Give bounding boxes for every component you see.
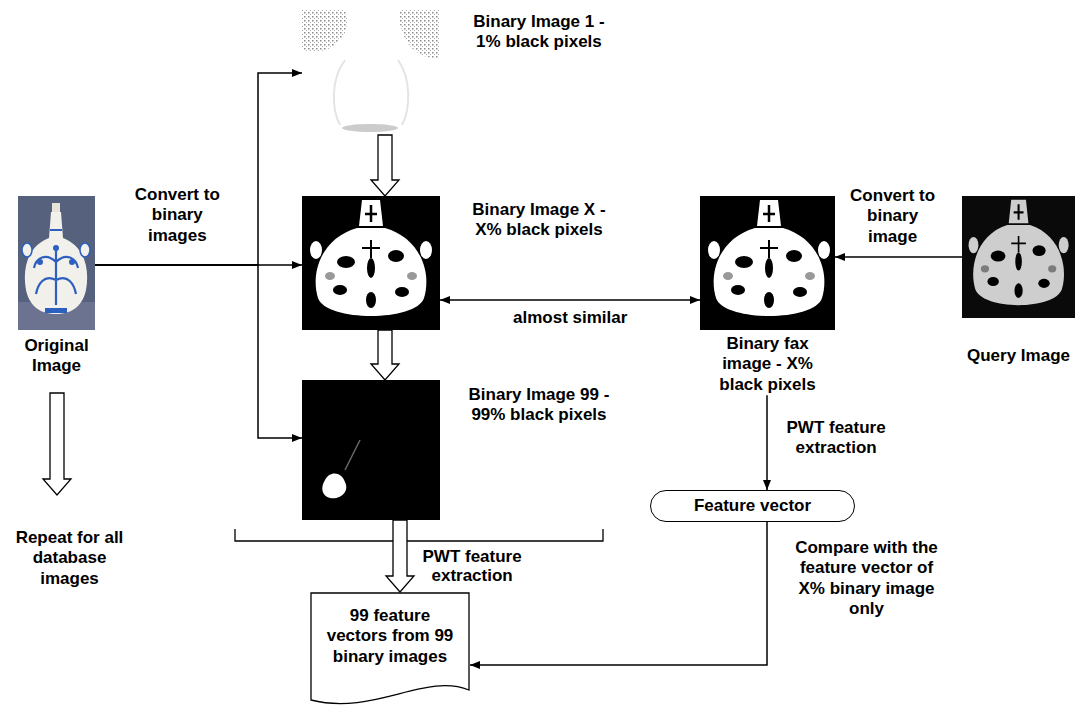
image-caption: Binary Image X - X% black pixels: [465, 200, 613, 241]
edge-label: almost similar: [513, 308, 627, 328]
flow-arrow: [440, 299, 700, 301]
binary-image: Binary Image X - X% black pixels: [302, 196, 440, 330]
hollow-arrow: [371, 135, 399, 196]
node-text: Feature vector: [694, 496, 811, 516]
feature-vector-box: Feature vector: [650, 490, 855, 522]
edge-label: Convert to binary image: [845, 186, 940, 247]
document-shape: 99 feature vectors from 99 binary images: [310, 592, 470, 712]
query-image: [962, 196, 1075, 318]
edge-label: Convert to binary images: [128, 185, 227, 246]
fax-image: Binary fax image - X% black pixels: [700, 196, 835, 395]
flow-arrow: [95, 265, 302, 438]
flow-arrow: [95, 73, 302, 265]
flow-arrow: [766, 395, 768, 490]
note-label: Repeat for all database images: [10, 528, 129, 589]
image-caption: Query Image: [962, 346, 1075, 366]
binary-image-sparse: [302, 10, 440, 135]
image-caption: Binary Image 99 - 99% black pixels: [465, 385, 613, 426]
flow-arrow: [470, 522, 767, 665]
fax-image: [700, 196, 835, 330]
binary-image: Binary Image 99 - 99% black pixels: [302, 380, 440, 520]
binary-image-dense: [302, 380, 440, 520]
binary-image: Binary Image 1 - 1% black pixels: [302, 10, 440, 135]
edge-label: PWT feature extraction: [780, 418, 892, 459]
query-image: Query Image: [962, 196, 1075, 366]
hollow-arrow: [386, 520, 414, 592]
vase-photo: [18, 196, 95, 330]
group-bracket: [235, 529, 603, 541]
image-caption: Binary Image 1 - 1% black pixels: [465, 12, 613, 53]
flow-arrow: [835, 256, 962, 258]
edge-label: PWT feature extraction: [416, 548, 528, 585]
image-caption: Original Image: [21, 336, 92, 377]
binary-image-mid: [302, 196, 440, 330]
image-caption: Binary fax image - X% black pixels: [711, 334, 823, 395]
hollow-arrow: [371, 330, 399, 380]
original-image: Original Image: [18, 196, 95, 377]
node-text: 99 feature vectors from 99 binary images: [322, 606, 458, 667]
edge-label: Compare with the feature vector of X% bi…: [790, 538, 943, 620]
repeat-arrow: [43, 393, 71, 495]
document-outline: [311, 593, 469, 704]
